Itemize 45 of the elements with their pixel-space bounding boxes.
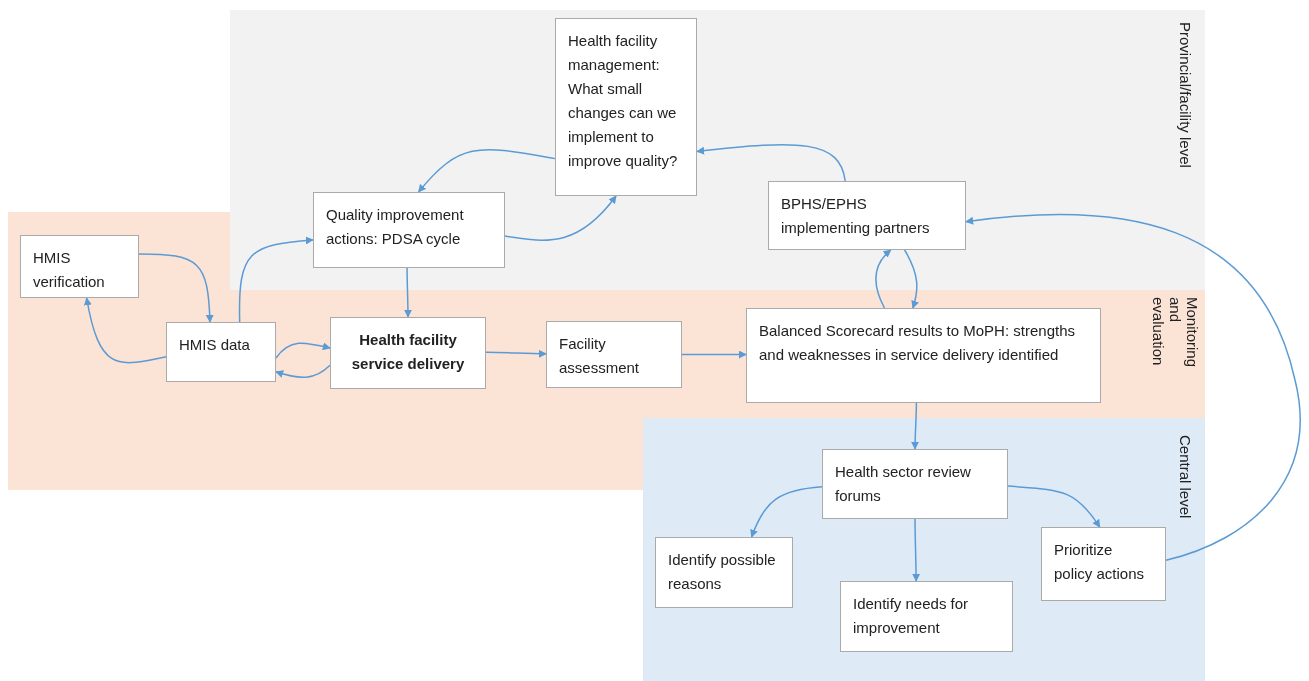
arrow [875, 249, 892, 309]
box-text: HMIS data [179, 335, 250, 355]
box-text: Prioritize policy actions [1054, 540, 1146, 584]
box-text: HMIS verification [33, 248, 106, 292]
band-label: Provincial/facility level [1177, 22, 1194, 168]
arrow [912, 518, 921, 582]
band-label: Monitoring and evaluation [1150, 297, 1201, 370]
box-text: Health sector review forums [835, 462, 972, 506]
process-box [313, 192, 505, 268]
arrow [275, 342, 331, 359]
band-label: Central level [1177, 435, 1194, 519]
arrow [903, 249, 919, 309]
arrow [911, 402, 920, 450]
process-box [655, 537, 793, 608]
arrow [504, 195, 617, 241]
process-box [822, 449, 1008, 519]
arrow [965, 213, 1301, 562]
process-box [746, 308, 1101, 403]
box-text: Health facility management: What small changes can we implement to improve quality? [568, 31, 679, 171]
arrow [403, 267, 412, 318]
arrow [750, 486, 823, 538]
process-box [768, 181, 966, 250]
process-box [166, 322, 276, 382]
arrow [275, 364, 331, 379]
arrow [84, 297, 167, 364]
arrow [1007, 485, 1101, 528]
arrow [417, 149, 556, 193]
box-text: BPHS/EPHS implementing partners [781, 194, 931, 238]
box-text: Health facility service delivery [350, 330, 466, 374]
process-box [546, 321, 682, 388]
process-box [330, 317, 486, 389]
process-box [20, 235, 139, 298]
process-box [1041, 527, 1166, 601]
process-box [555, 18, 697, 196]
box-text: Facility assessment [559, 334, 641, 378]
box-text: Balanced Scorecard results to MoPH: strengths and weaknesses in service delivery identified [759, 321, 1076, 365]
box-text: Identify needs for improvement [853, 594, 970, 638]
arrow [138, 253, 214, 323]
arrow [696, 143, 846, 182]
arrow [681, 350, 747, 359]
process-box [840, 581, 1013, 652]
arrow [485, 349, 547, 358]
box-text: Quality improvement actions: PDSA cycle [326, 205, 465, 249]
arrow [238, 236, 314, 323]
box-text: Identify possible reasons [668, 550, 777, 594]
